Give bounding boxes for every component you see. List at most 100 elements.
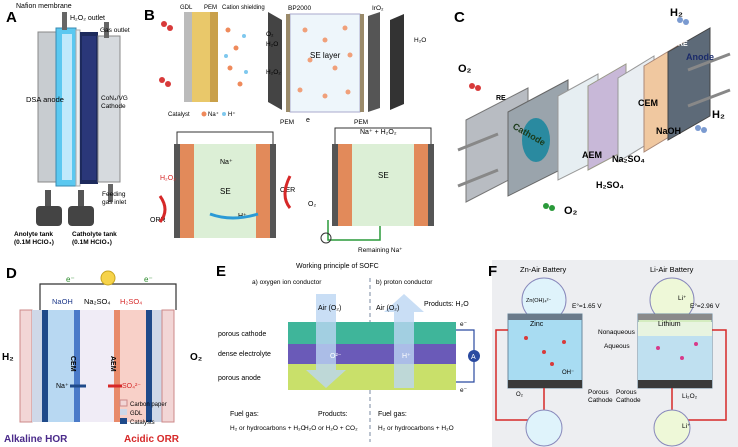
products-top-label: Products: H₂O xyxy=(424,301,469,308)
o2-cell-label: O₂ xyxy=(308,201,316,208)
fuel-b-sub: H₂ or hydrocarbons + H₂O xyxy=(378,425,454,432)
e-bottom-label: e⁻ xyxy=(460,387,468,394)
pem-left-strip-2 xyxy=(338,144,352,226)
pem-right-label: PEM xyxy=(354,119,368,126)
cathode-texture xyxy=(82,36,96,180)
panel-c-diagram: C H₂ RE Anode O₂ RE Cathode CEM H₂ Na xyxy=(454,7,731,217)
oer-arrow xyxy=(283,175,292,209)
ammeter-label: A xyxy=(471,354,476,361)
anolyte-pipe xyxy=(45,190,51,210)
cathode-label-1: CoN₄/VG xyxy=(101,95,128,102)
panel-e-label: E xyxy=(216,263,226,280)
feeding-label-2: gas inlet xyxy=(102,199,126,206)
porous-zn-2: Cathode xyxy=(588,397,613,404)
pem-right-strip xyxy=(256,144,270,238)
o2-label: O₂ xyxy=(266,31,274,38)
e-label: e xyxy=(306,117,310,124)
porous-cathode-layer xyxy=(288,322,456,344)
pem-left-strip xyxy=(180,144,194,238)
panel-a-diagram: A Nafion membrane H₂O₂ outlet Gas outlet… xyxy=(6,3,130,246)
panel-c-label: C xyxy=(454,9,465,26)
h-flow-arrow xyxy=(209,212,259,220)
panel-e: E Working principle of SOFC a) oxygen io… xyxy=(212,260,484,447)
oxygen-arrow-a xyxy=(306,294,346,388)
lithium-label: Lithium xyxy=(658,321,681,328)
ammeter-icon xyxy=(468,350,480,362)
iro2-plate xyxy=(368,12,380,112)
zn-oh-label: Zn(OH)₄²⁻ xyxy=(526,298,551,304)
catholyte-pipe xyxy=(78,190,84,210)
cem-label: CEM xyxy=(638,98,658,108)
porous-li-2: Cathode xyxy=(616,397,641,404)
nafion-label: Nafion membrane xyxy=(16,3,72,10)
dense-electrolyte-label: dense electrolyte xyxy=(218,351,271,358)
gas-outlet-pipe xyxy=(104,22,109,38)
li-bottom-label: Li⁺ xyxy=(682,423,691,430)
catholyte-tank xyxy=(68,206,94,226)
o2-zn-label: O₂ xyxy=(516,392,524,398)
gdl-left xyxy=(32,310,42,422)
li-title: Li-Air Battery xyxy=(650,265,694,274)
se-cell-label: SE xyxy=(220,187,231,196)
panel-a-label: A xyxy=(6,9,17,26)
gdl-layer xyxy=(184,12,192,102)
recycle-loop xyxy=(327,220,381,241)
na-cell-label: Na⁺ xyxy=(220,159,233,166)
panel-f-diagram: F Zn-Air Battery Li-Air Battery Zn(OH)₄²… xyxy=(488,260,738,447)
anolyte-label-2: (0.1M HClO₄) xyxy=(14,239,54,246)
porous-anode-layer xyxy=(288,364,456,390)
air-b-label: Air (O₂) xyxy=(376,305,399,312)
h2o2-cell-label: H₂O₂ xyxy=(160,175,176,182)
zn-bottom-bubble xyxy=(525,409,563,447)
h-legend-dot xyxy=(222,112,226,116)
h2so4-label: H₂SO₄ xyxy=(120,297,142,306)
zinc-label: Zinc xyxy=(530,321,544,328)
e-left-label: e⁻ xyxy=(66,275,75,284)
na2so4-label: Na₂SO₄ xyxy=(84,297,110,306)
fuel-b-label: Fuel gas: xyxy=(378,411,407,418)
legend-carbon-label: Carbon paper xyxy=(130,402,167,408)
cathode-window xyxy=(522,118,550,162)
se-particles xyxy=(297,25,353,99)
porous-anode-label: porous anode xyxy=(218,375,261,382)
legend-carbon-swatch xyxy=(119,399,128,407)
air-a-label: Air (O₂) xyxy=(318,305,341,312)
h2-molecules xyxy=(677,17,707,133)
re-top-label: RE xyxy=(678,41,688,48)
se-layer-label: SE layer xyxy=(310,51,341,60)
circuit-wire xyxy=(176,131,274,144)
pem-layer-top xyxy=(210,12,218,102)
h2o-label: H₂O xyxy=(266,41,278,48)
cathode-electrode-2 xyxy=(332,144,338,226)
panel-c: C H₂ RE Anode O₂ RE Cathode CEM H₂ Na xyxy=(448,0,738,258)
dense-electrolyte-layer xyxy=(288,344,456,364)
o2-left-label: O₂ xyxy=(458,63,472,75)
catalyst-label: Catalyst xyxy=(168,112,190,118)
h2o-right-label: H₂O xyxy=(414,37,426,44)
pem-right-strip-2 xyxy=(414,144,428,226)
gas-outlet-label: Gas outlet xyxy=(100,27,130,34)
se-chamber-2 xyxy=(352,144,414,226)
naoh-label: NaOH xyxy=(656,126,681,136)
panel-e-diagram: E Working principle of SOFC a) oxygen io… xyxy=(216,263,480,442)
o2-label: O₂ xyxy=(190,352,202,363)
alkaline-hor-label: Alkaline HOR xyxy=(4,434,68,445)
o2-molecules xyxy=(159,21,173,87)
iro2-label: IrO₂ xyxy=(372,5,384,12)
anode-electrode-2 xyxy=(428,144,434,226)
zn-porous-cathode xyxy=(508,380,582,388)
catalyst-right xyxy=(146,310,152,422)
h2so4-label: H₂SO₄ xyxy=(596,180,624,190)
orr-arrow xyxy=(158,195,167,223)
catalyst-layer xyxy=(192,12,210,102)
anode-electrode xyxy=(270,144,276,238)
pem-top-label: PEM xyxy=(204,5,217,11)
pump-icon xyxy=(320,232,332,244)
aqueous-label: Aqueous xyxy=(604,343,630,350)
anolyte-chamber xyxy=(62,34,72,180)
panel-b-label: B xyxy=(144,7,155,24)
pem-right-sheet xyxy=(360,14,364,112)
na-legend-label: Na⁺ xyxy=(208,111,219,118)
products-a-sub: H₂O or H₂O + CO₂ xyxy=(304,425,358,432)
e-top-label: e⁻ xyxy=(460,321,468,328)
